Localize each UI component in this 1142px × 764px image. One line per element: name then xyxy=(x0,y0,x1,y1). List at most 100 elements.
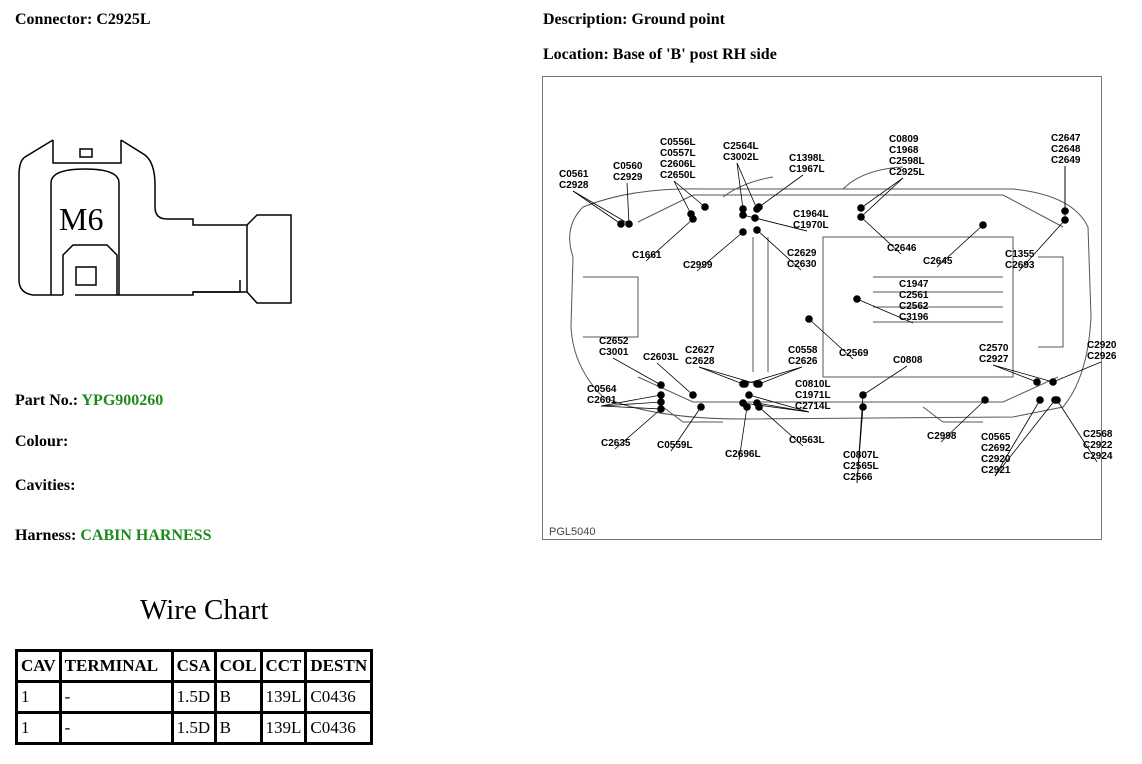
leader-line xyxy=(673,180,692,215)
cell-destn: C0436 xyxy=(304,680,374,714)
leader-line xyxy=(994,399,1056,477)
leader-line xyxy=(656,362,694,396)
cell-cct: 139L xyxy=(259,680,308,714)
cell-terminal: - xyxy=(58,711,174,745)
location-field: Location: Base of 'B' post RH side xyxy=(543,46,777,64)
leader-line xyxy=(860,216,902,255)
leader-line xyxy=(860,177,904,209)
leader-line xyxy=(698,366,744,385)
cavities-field: Cavities: xyxy=(15,477,75,495)
leader-line xyxy=(1018,219,1066,272)
col-header-col: COL xyxy=(213,649,263,683)
col-header-destn: DESTN xyxy=(304,649,374,683)
cell-col: B xyxy=(213,680,263,714)
leader-line xyxy=(736,162,758,210)
leader-line xyxy=(612,357,662,386)
leader-line xyxy=(940,399,986,443)
cell-col: B xyxy=(213,711,263,745)
leader-line xyxy=(572,190,622,225)
leader-line xyxy=(696,231,744,272)
wire-chart-table: CAV TERMINAL CSA COL CCT DESTN 1 - 1.5D … xyxy=(15,649,374,745)
leader-line xyxy=(992,364,1038,383)
location-label: C2645 xyxy=(923,256,953,267)
location-label: C0808 xyxy=(893,355,923,366)
leader-line xyxy=(645,218,694,262)
leader-line xyxy=(758,406,804,447)
leader-line xyxy=(748,394,810,413)
col-header-terminal: TERMINAL xyxy=(58,649,174,683)
leader-line xyxy=(758,366,803,385)
leader-line xyxy=(756,402,810,413)
colour-field: Colour: xyxy=(15,433,68,451)
leader-line xyxy=(856,298,914,324)
col-header-cav: CAV xyxy=(15,649,62,683)
leader-line xyxy=(860,177,904,218)
colour-label: Colour: xyxy=(15,433,69,450)
col-header-cct: CCT xyxy=(259,649,308,683)
table-header-row: CAV TERMINAL CSA COL CCT DESTN xyxy=(15,649,374,683)
location-label: C2569 xyxy=(839,348,869,359)
description-label: Description: xyxy=(543,11,628,28)
cell-cav: 1 xyxy=(15,680,62,714)
location-label: C2646 xyxy=(887,243,917,254)
part-no-label: Part No.: xyxy=(15,392,79,409)
location-label: C2999 xyxy=(683,260,713,271)
cell-csa: 1.5D xyxy=(170,680,217,714)
location-label: C2696L xyxy=(725,449,761,460)
cavities-label: Cavities: xyxy=(15,477,76,494)
leader-line xyxy=(862,365,908,396)
harness-field: Harness: CABIN HARNESS xyxy=(15,527,211,545)
location-label: C0563L xyxy=(789,435,825,446)
leader-line xyxy=(856,406,864,484)
harness-value: CABIN HARNESS xyxy=(80,527,212,544)
connector-value: C2925L xyxy=(96,11,151,28)
leader-line xyxy=(754,217,808,232)
connector-face-label: M6 xyxy=(59,201,103,237)
location-label: C2603L xyxy=(643,352,679,363)
col-header-csa: CSA xyxy=(170,649,217,683)
leader-line xyxy=(600,394,662,407)
part-no-value: YPG900260 xyxy=(81,392,164,409)
leader-line xyxy=(698,366,758,385)
table-row: 1 - 1.5D B 139L C0436 xyxy=(15,711,374,745)
leader-line xyxy=(673,180,706,208)
leader-line xyxy=(758,174,804,208)
harness-label: Harness: xyxy=(15,527,77,544)
leader-line xyxy=(600,401,662,407)
leader-line xyxy=(626,182,630,225)
description-field: Description: Ground point xyxy=(543,11,725,29)
description-value: Ground point xyxy=(631,11,725,28)
leader-line xyxy=(936,224,984,268)
location-label: C0559L xyxy=(657,440,693,451)
connector-label: Connector: xyxy=(15,11,93,28)
table-row: 1 - 1.5D B 139L C0436 xyxy=(15,680,374,714)
leader-line xyxy=(572,190,630,225)
leader-line xyxy=(1052,361,1102,383)
part-no-field: Part No.: YPG900260 xyxy=(15,392,163,410)
location-label: Location: xyxy=(543,46,609,63)
wire-chart-title: Wire Chart xyxy=(140,594,269,626)
leader-line xyxy=(670,406,702,452)
leader-line xyxy=(1056,399,1098,463)
